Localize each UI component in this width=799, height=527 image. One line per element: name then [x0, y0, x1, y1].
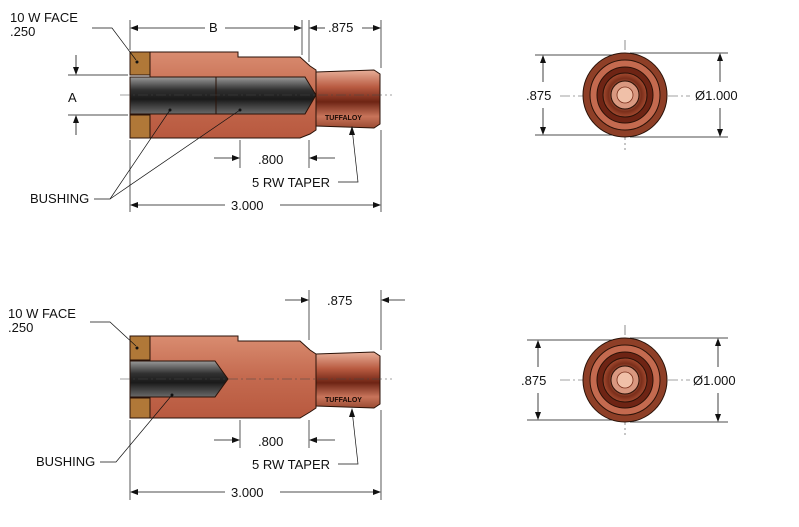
side-view-1: TUFFALOY B .875 A 10 W FACE .250: [10, 10, 392, 213]
tungsten-face-bottom: [129, 114, 151, 139]
brand-mark: TUFFALOY: [325, 115, 362, 122]
brand-mark-2: TUFFALOY: [325, 397, 362, 404]
dim-tip-length: .875: [328, 20, 353, 35]
taper-label-2: 5 RW TAPER: [252, 457, 330, 472]
dim-800-2: .800: [258, 434, 283, 449]
end-height-dim: .875: [526, 88, 551, 103]
end-dia-dim-2: Ø1.000: [693, 373, 736, 388]
side-view-2: TUFFALOY .875 10 W FACE .250 .800 5 RW T…: [8, 290, 405, 500]
tungsten-face-bottom-2: [129, 397, 151, 419]
tungsten-face-top-2: [129, 335, 151, 361]
taper-label: 5 RW TAPER: [252, 175, 330, 190]
tungsten-face-top: [129, 51, 151, 76]
bushing-label-2: BUSHING: [36, 454, 95, 469]
dim-overall: 3.000: [231, 198, 264, 213]
face-label-2: 10 W FACE: [8, 306, 76, 321]
dim-overall-2: 3.000: [231, 485, 264, 500]
end-view-2: .875 Ø1.000: [521, 325, 736, 435]
electrode-tip: [315, 69, 381, 129]
dim-b: B: [209, 20, 218, 35]
dim-800: .800: [258, 152, 283, 167]
dim-tip-length-2: .875: [327, 293, 352, 308]
dim-a: A: [68, 90, 77, 105]
bushing-bore: [129, 76, 317, 115]
end-height-dim-2: .875: [521, 373, 546, 388]
end-dia-dim: Ø1.000: [695, 88, 738, 103]
electrode-tip-2: [315, 351, 381, 409]
face-thickness: .250: [10, 24, 35, 39]
end-view-1: .875 Ø1.000: [526, 40, 738, 150]
bushing-label: BUSHING: [30, 191, 89, 206]
face-label: 10 W FACE: [10, 10, 78, 25]
face-thickness-2: .250: [8, 320, 33, 335]
